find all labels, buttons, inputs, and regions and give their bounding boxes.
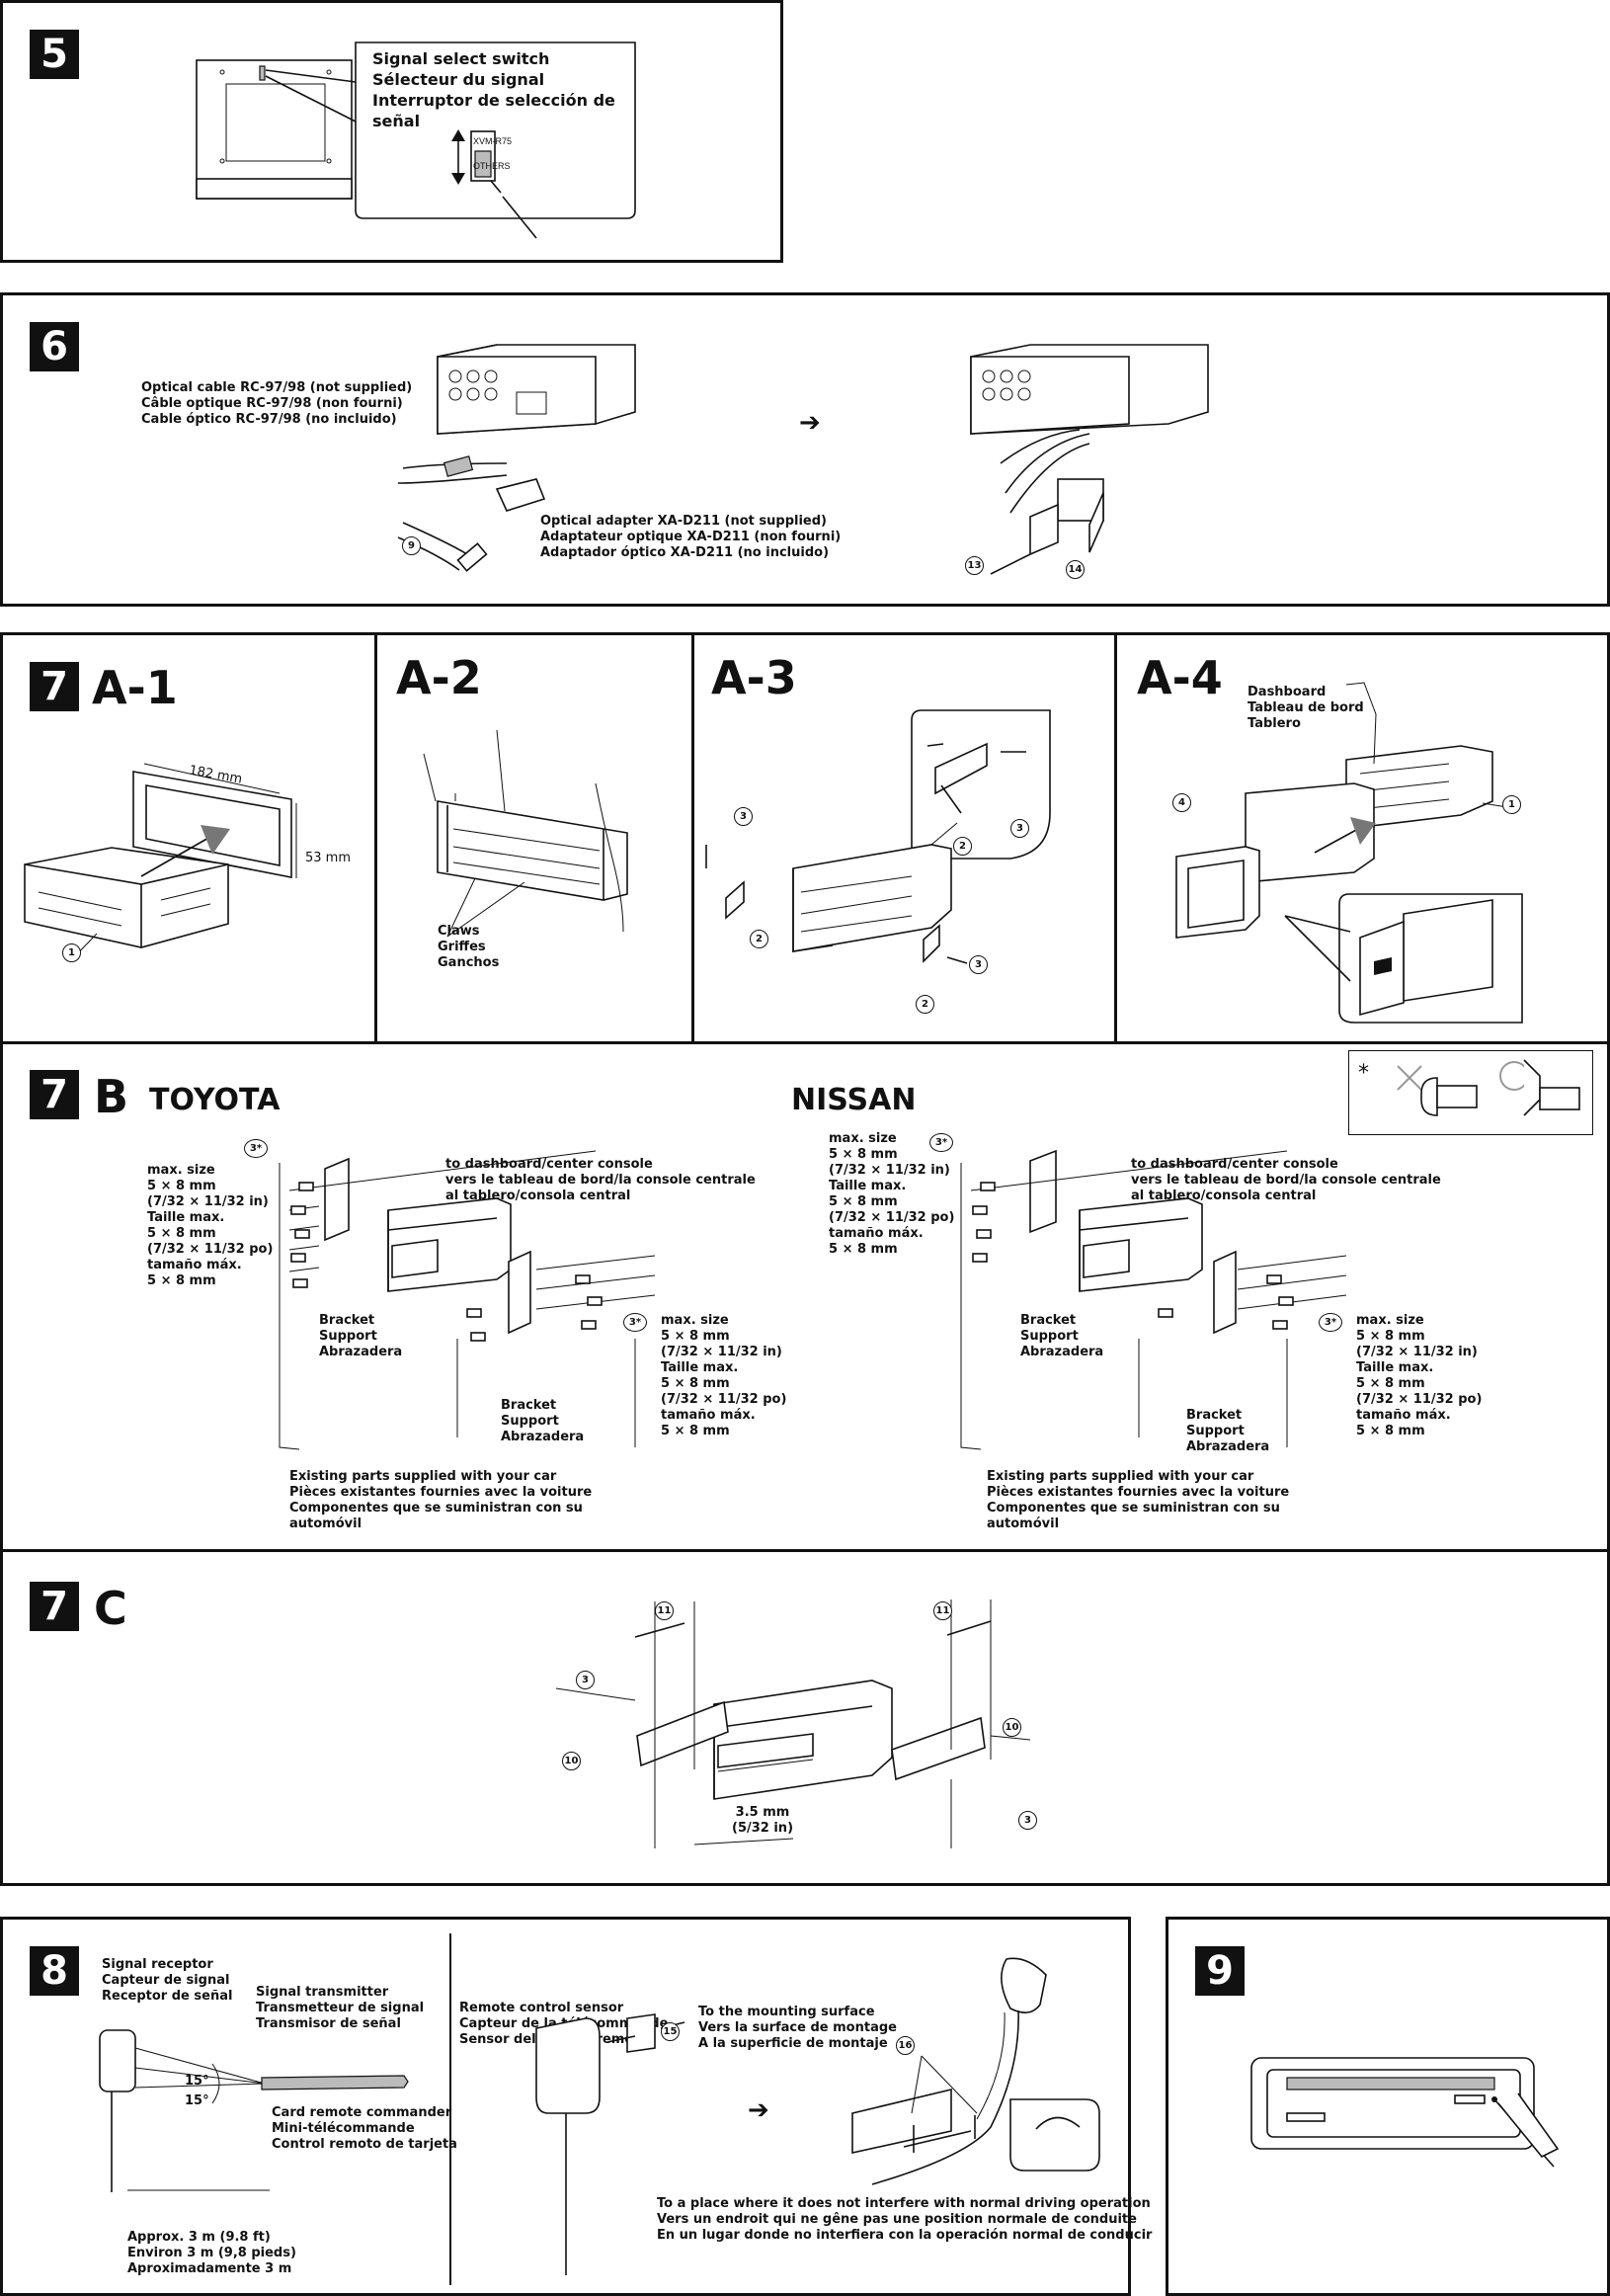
callout-2-a3-inset: 2: [953, 837, 972, 856]
screw-type-legend: [1348, 1050, 1593, 1135]
divider-7b-7c: [3, 1549, 1610, 1552]
toyota-label: TOYOTA: [149, 1083, 281, 1117]
bracket-screws-illustration: [705, 709, 1051, 964]
optical-cable-label: Optical cable RC-97/98 (not supplied) Câ…: [141, 380, 413, 427]
angle-bottom-label: 15°: [185, 2093, 209, 2108]
section-5-number: 5: [30, 30, 79, 79]
angle-top-label: 15°: [185, 2074, 209, 2089]
section-9-number: 9: [1195, 1946, 1245, 1996]
bracket-mounting-illustration: [279, 1149, 1347, 1450]
section-7-panel: 7 A-1 182 mm 53 mm 1 A-2 Claws Griffes G…: [0, 632, 1610, 1886]
callout-2-a3-left: 2: [750, 930, 768, 948]
callout-13: 13: [965, 556, 984, 575]
switch-xvm-r75-label: XVM-R75: [473, 136, 513, 146]
reset-button-illustration: [1250, 2057, 1560, 2168]
place-label: To a place where it does not interfere w…: [657, 2196, 1153, 2243]
arrow-right-icon: ➔: [799, 408, 821, 438]
section-7b-number: 7: [30, 1070, 79, 1119]
section-8-number: 8: [30, 1946, 79, 1996]
section-5-panel: 5 Signal select switch Sélecteur du sign…: [0, 0, 783, 263]
callout-15: 15: [661, 2022, 680, 2041]
callout-3-a3-left: 3: [734, 807, 753, 826]
distance-label: Approx. 3 m (9.8 ft)Environ 3 m (9,8 pie…: [127, 2230, 296, 2276]
panel-a2-title: A-2: [396, 651, 482, 704]
section-9-panel: 9: [1166, 1917, 1610, 2296]
arrow-right-icon-8: ➔: [748, 2095, 769, 2125]
nissan-screw-callout-right: 3*: [1319, 1313, 1342, 1332]
claws-illustration: [423, 729, 628, 938]
gap-measurement-label: 3.5 mm (5/32 in): [732, 1805, 794, 1836]
section-6-panel: 6 Optical cable RC-97/98 (not supplied) …: [0, 292, 1610, 607]
callout-3-7c-right: 3: [1018, 1811, 1037, 1830]
callout-10-7c-left: 10: [562, 1752, 581, 1770]
section-7b-letter: B: [94, 1070, 129, 1123]
optical-connection-illustration: [397, 344, 1209, 575]
callout-9: 9: [402, 536, 421, 555]
panel-a1-title: A-1: [92, 661, 178, 714]
callout-1-a4: 1: [1502, 795, 1521, 814]
toyota-screw-callout-right: 3*: [623, 1313, 647, 1332]
section-6-number: 6: [30, 322, 79, 371]
section-7c-number: 7: [30, 1582, 79, 1631]
section-8-divider: [449, 1933, 451, 2285]
divider-a3-a4: [1114, 635, 1117, 1042]
callout-10-7c-right: 10: [1003, 1718, 1021, 1737]
panel-a4-title: A-4: [1137, 651, 1223, 704]
unit-top-view-illustration: [196, 41, 636, 239]
dashboard-install-illustration: [1175, 682, 1523, 1024]
callout-3-a3-right: 3: [969, 955, 988, 974]
optical-adapter-label: Optical adapter XA-D211 (not supplied) A…: [540, 514, 842, 560]
nissan-screw-callout-top: 3*: [929, 1133, 953, 1152]
callout-3-a3-inset: 3: [1010, 819, 1029, 838]
divider-a1-a2: [374, 635, 377, 1042]
switch-others-label: OTHERS: [473, 161, 511, 171]
callout-16: 16: [896, 2036, 915, 2055]
signal-select-switch-label: Signal select switch Sélecteur du signal…: [372, 49, 615, 130]
mounting-collar-illustration: [24, 763, 297, 962]
unit-bracket-side-illustration: [555, 1599, 1031, 1848]
callout-11-7c-right: 11: [933, 1601, 952, 1620]
toyota-screw-callout-top: 3*: [244, 1139, 268, 1158]
section-7a-number: 7: [30, 662, 79, 711]
callout-14: 14: [1066, 560, 1085, 579]
callout-3-7c-left: 3: [576, 1671, 595, 1689]
divider-a2-a3: [691, 635, 694, 1042]
callout-4: 4: [1172, 793, 1191, 812]
panel-a3-title: A-3: [711, 651, 797, 704]
legend-asterisk: *: [1358, 1061, 1369, 1086]
divider-7a-7b: [3, 1041, 1610, 1044]
section-7c-letter: C: [94, 1582, 127, 1635]
claws-label: Claws Griffes Ganchos: [438, 924, 500, 970]
callout-1: 1: [62, 943, 81, 962]
nissan-label: NISSAN: [791, 1083, 917, 1117]
remote-sensor-illustration: [99, 1957, 1100, 2275]
dim-height-label: 53 mm: [305, 851, 352, 865]
callout-2-a3-bottom: 2: [916, 995, 934, 1014]
screw-legend-icons: [1397, 1059, 1580, 1116]
callout-11-7c-left: 11: [655, 1601, 674, 1620]
dashboard-label: Dashboard Tableau de bord Tablero: [1248, 685, 1364, 731]
